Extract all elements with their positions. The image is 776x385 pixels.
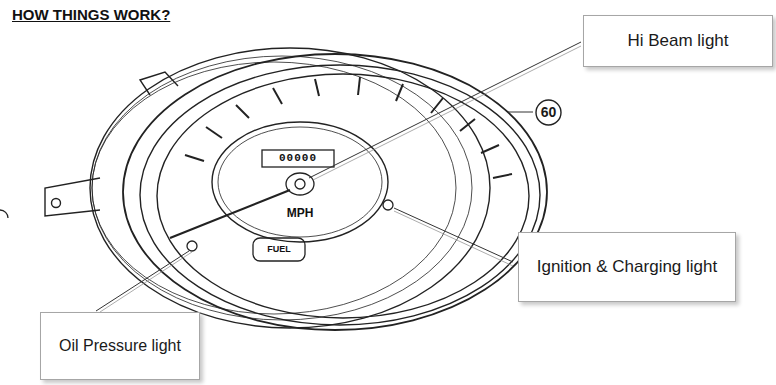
leader-line: [313, 46, 581, 180]
leader-lines: [96, 42, 581, 312]
dial-details: [0, 150, 393, 261]
odometer-window: [262, 150, 334, 167]
callout-box: Oil Pressure light: [40, 312, 200, 380]
ignition-lamp: [383, 200, 393, 210]
inner-dial: [212, 122, 388, 242]
leader-line: [394, 211, 513, 266]
leader-line: [100, 252, 192, 312]
housing-back: [90, 48, 490, 328]
tick: [206, 127, 222, 138]
tick: [273, 88, 282, 104]
callout-text: Oil Pressure light: [59, 336, 181, 356]
bezel: [123, 54, 547, 330]
tick: [236, 105, 249, 118]
page-title: HOW THINGS WORK?: [12, 6, 170, 23]
fuel-window: [253, 238, 305, 261]
tick: [396, 84, 403, 101]
odometer-digits: 00000: [279, 153, 317, 164]
tick: [481, 145, 499, 153]
leader-line: [309, 42, 581, 178]
hub: [286, 173, 314, 195]
housing-ridge: [92, 56, 472, 320]
scale-ticks: [185, 77, 512, 178]
callout-number-text: 60: [541, 104, 557, 122]
tick: [493, 174, 512, 178]
callout-circle-edge: [0, 210, 8, 218]
needle: [170, 190, 290, 238]
tick: [315, 79, 319, 96]
leader-line: [96, 251, 189, 311]
tick: [358, 77, 360, 95]
callout-number: 60: [535, 99, 562, 126]
bezel-ring: [140, 65, 540, 325]
callout-text: Hi Beam light: [627, 30, 728, 51]
tick: [431, 98, 443, 113]
unit-label: MPH: [287, 207, 314, 219]
fuel-label: FUEL: [267, 245, 291, 254]
hi-beam-lamp: [295, 179, 305, 189]
callout-box: Hi Beam light: [583, 15, 773, 67]
callout-box: Ignition & Charging light: [518, 232, 736, 302]
oil-pressure-lamp: [187, 241, 197, 251]
bolt-hole: [52, 199, 61, 208]
callout-text: Ignition & Charging light: [537, 256, 718, 277]
leader-line: [394, 208, 513, 262]
callout-circle: [536, 100, 561, 125]
gauge-body: [45, 48, 547, 330]
dial-face: [157, 74, 529, 318]
tick: [185, 155, 204, 161]
inner-dial-ring: [218, 127, 382, 237]
leader-line: [508, 112, 533, 113]
tick: [460, 119, 475, 131]
housing-ridge: [92, 62, 456, 314]
